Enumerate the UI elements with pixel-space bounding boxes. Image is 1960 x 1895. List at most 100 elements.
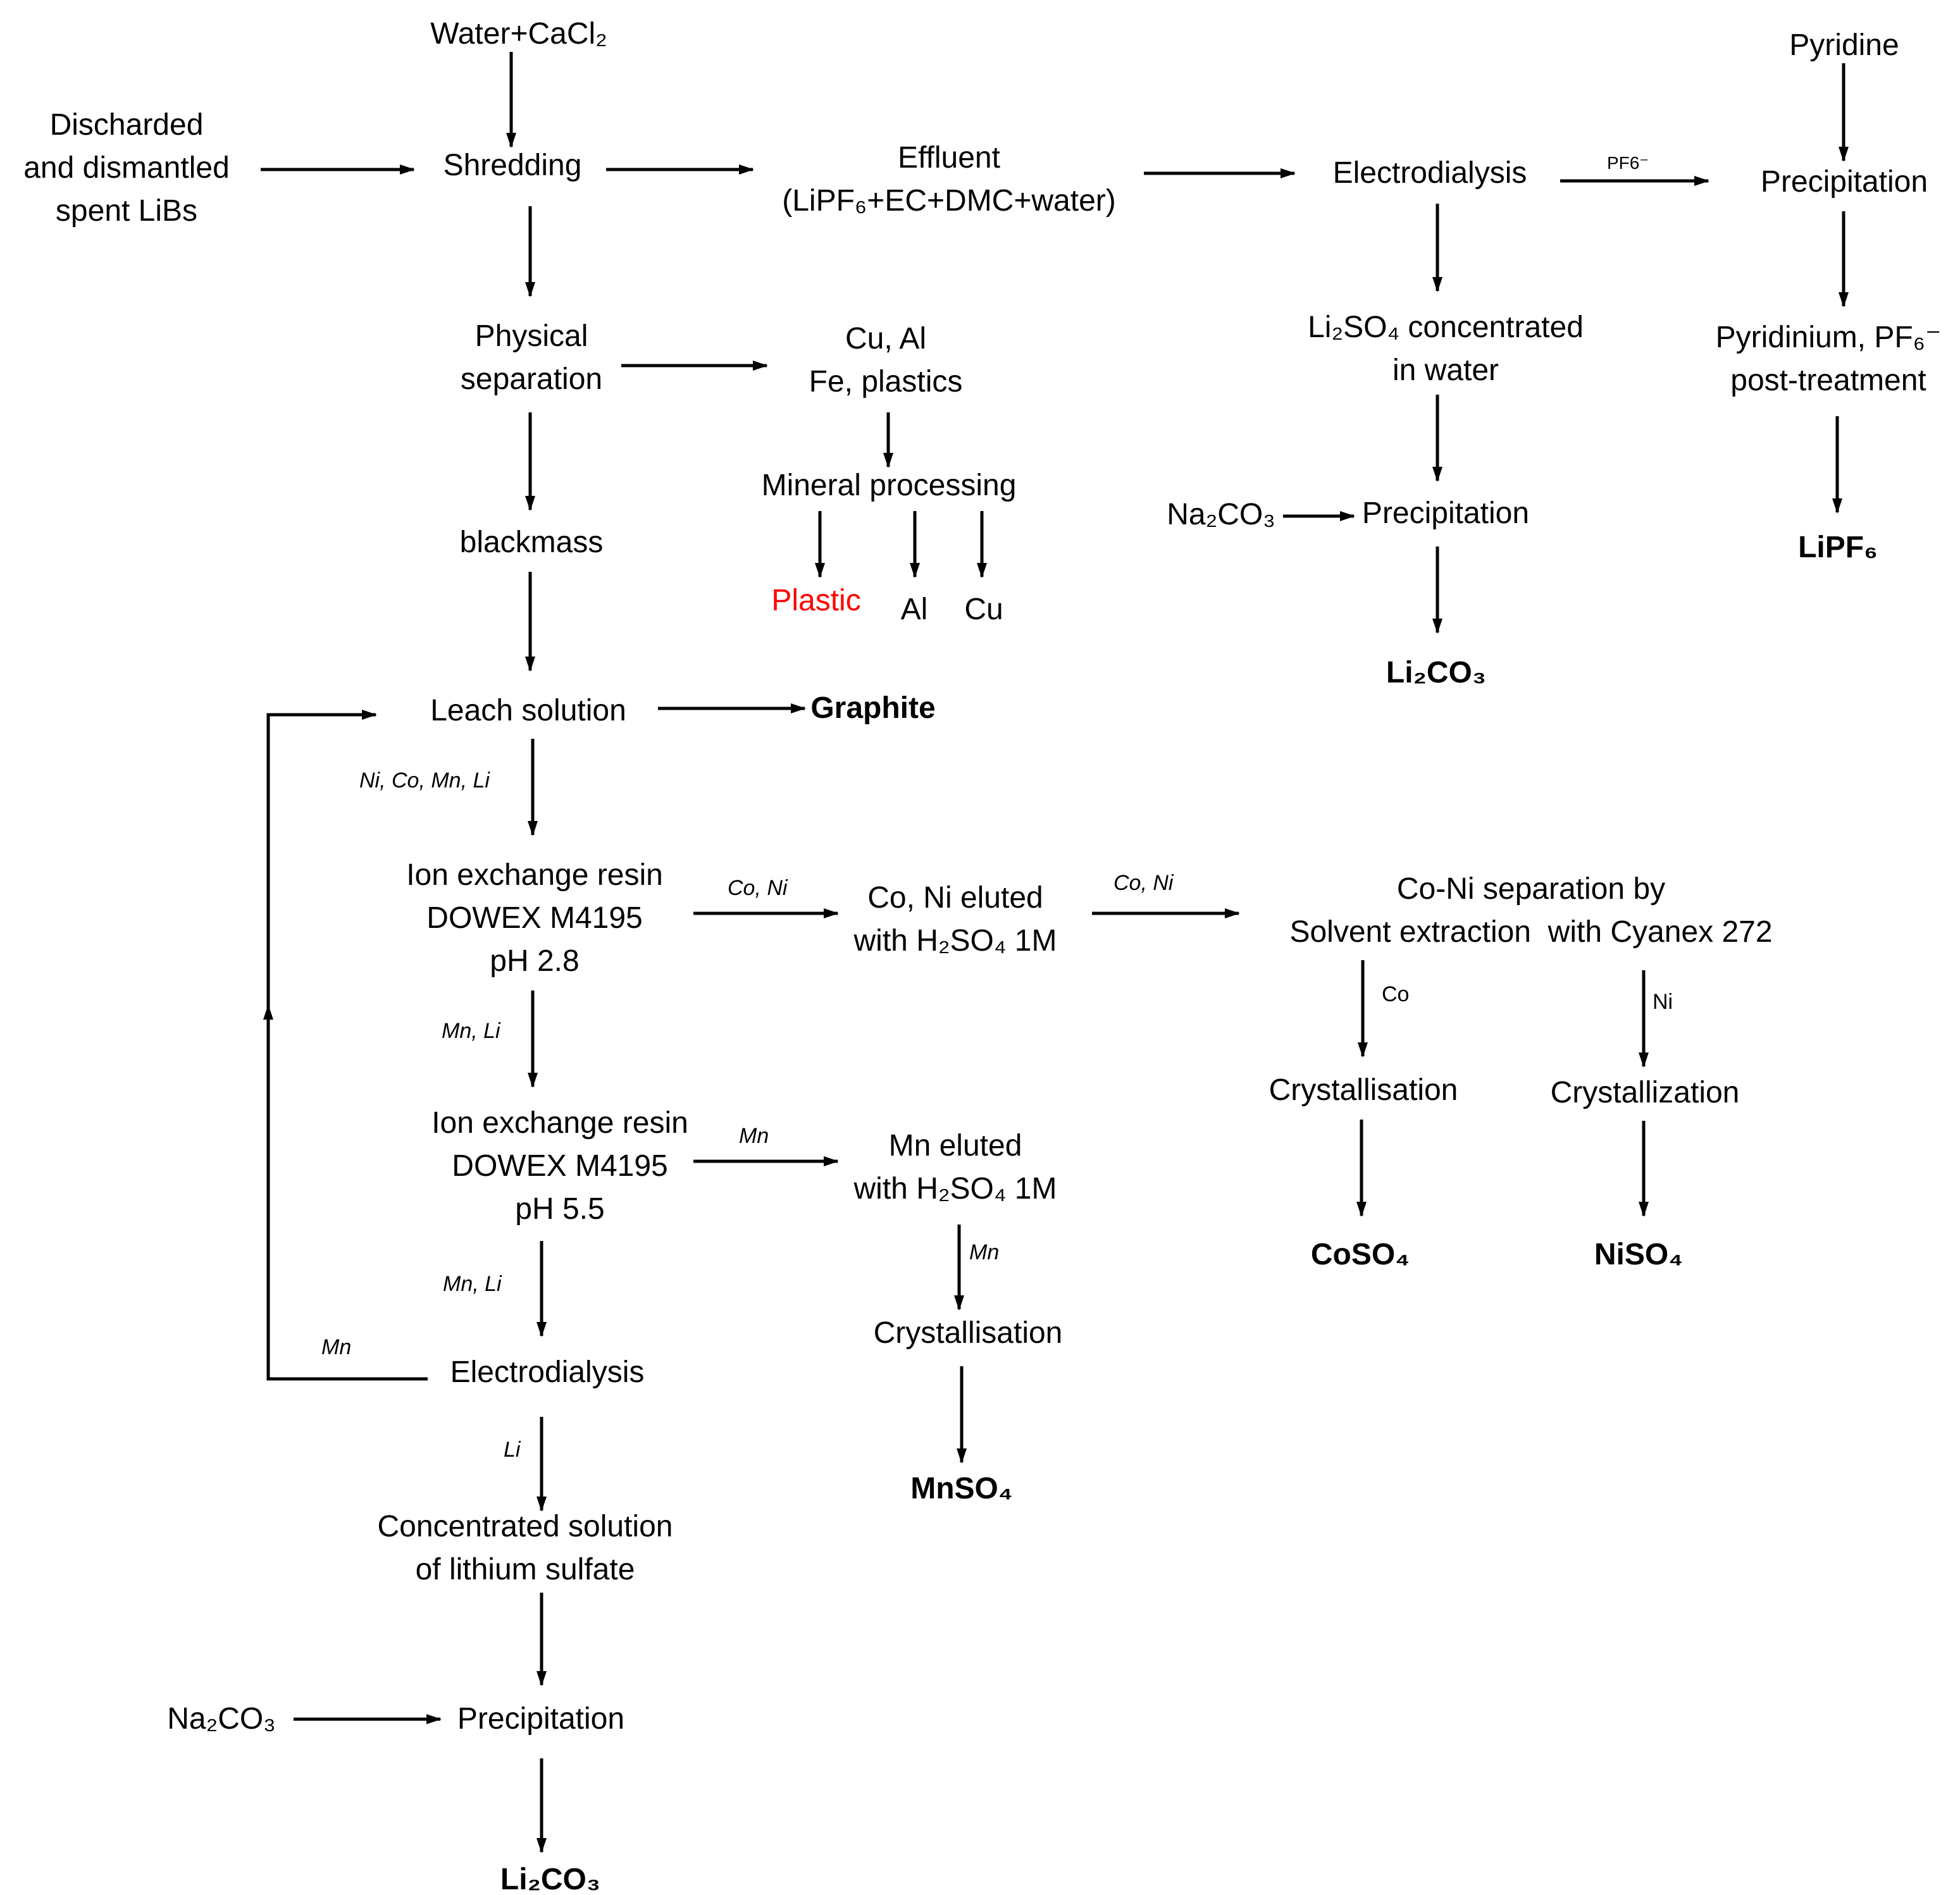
pyridinium-line-2: post-treatment [1730, 364, 1926, 397]
leach-solution-node: Leach solution [399, 689, 658, 732]
ion-exchange-2-line-2: DOWEX M4195 [452, 1149, 668, 1183]
edge-label-co-ni-2: Co, Ni [1113, 871, 1174, 895]
edge-label-pf6: PF6⁻ [1607, 153, 1649, 173]
electrodialysis-bottom-node: Electrodialysis [430, 1351, 664, 1394]
pyridinium-line-1: Pyridinium, PF₆⁻ [1715, 321, 1942, 354]
blackmass-node: blackmass [443, 521, 620, 564]
co-ni-separation-line-1: Co-Ni separation by [1396, 872, 1666, 906]
concentrated-solution-node: Concentrated solution of lithium sulfate [354, 1505, 696, 1591]
mnso4-label: MnSO₄ [910, 1472, 1013, 1505]
pyridine-node: Pyridine [1746, 24, 1942, 67]
na2co3-top-label: Na₂CO₃ [1167, 498, 1275, 531]
pyridine-label: Pyridine [1789, 28, 1899, 62]
shredding-label: Shredding [443, 149, 582, 182]
concentrated-solution-line-2: of lithium sulfate [415, 1553, 635, 1586]
edge-label-mn-2: Mn [969, 1240, 1000, 1264]
spent-libs-node: Discharded and dismantled spent LiBs [0, 104, 253, 233]
precipitation-bottom-label: Precipitation [457, 1702, 625, 1736]
effluent-line-2: (LiPF₆+EC+DMC+water) [782, 184, 1116, 218]
electrodialysis-top-label: Electrodialysis [1332, 156, 1527, 190]
spent-libs-line-1: Discharded [49, 108, 204, 142]
precipitation-pf6-node: Precipitation [1734, 161, 1955, 204]
lipf6-product: LiPF₆ [1778, 526, 1898, 569]
spent-libs-line-3: spent LiBs [55, 194, 198, 228]
graphite-product: Graphite [797, 687, 949, 730]
mn-eluted-node: Mn eluted with H₂SO₄ 1M [835, 1125, 1076, 1211]
co-ni-eluted-line-2: with H₂SO₄ 1M [853, 924, 1057, 958]
li2so4-water-line-1: Li₂SO₄ concentrated [1308, 311, 1584, 344]
niso4-product: NiSO₄ [1569, 1233, 1708, 1276]
ion-exchange-2-node: Ion exchange resin DOWEX M4195 pH 5.5 [405, 1102, 715, 1231]
edge-label-mn-li-1: Mn, Li [442, 1019, 500, 1043]
crystallization-ni-label: Crystallization [1550, 1076, 1740, 1109]
li2co3-top-product: Li₂CO₃ [1360, 651, 1512, 694]
ion-exchange-1-line-2: DOWEX M4195 [426, 901, 643, 935]
al-product: Al [886, 588, 943, 631]
plastic-product: Plastic [753, 579, 879, 622]
effluent-node: Effluent (LiPF₆+EC+DMC+water) [759, 137, 1139, 223]
co-ni-separation-line-2: Solvent extraction with Cyanex 272 [1289, 915, 1773, 949]
arrow-mn-recycle-loop [266, 710, 428, 1381]
precipitation-li-top-label: Precipitation [1361, 497, 1530, 530]
ion-exchange-1-line-1: Ion exchange resin [406, 858, 663, 892]
cu-al-fe-plastics-node: Cu, Al Fe, plastics [778, 318, 993, 404]
coso4-label: CoSO₄ [1310, 1238, 1410, 1271]
leach-solution-label: Leach solution [430, 694, 626, 727]
cu-al-fe-plastics-line-2: Fe, plastics [809, 365, 963, 398]
li2so4-water-node: Li₂SO₄ concentrated in water [1278, 306, 1613, 392]
ion-exchange-1-line-3: pH 2.8 [490, 944, 580, 978]
mineral-processing-label: Mineral processing [761, 469, 1017, 502]
cu-al-fe-plastics-line-1: Cu, Al [845, 322, 927, 355]
na2co3-top-node: Na₂CO₃ [1158, 493, 1284, 536]
precipitation-li-top-node: Precipitation [1348, 492, 1544, 535]
precipitation-pf6-label: Precipitation [1760, 165, 1928, 199]
pyridinium-node: Pyridinium, PF₆⁻ post-treatment [1702, 316, 1955, 402]
edge-label-mn-li-2: Mn, Li [443, 1272, 502, 1296]
edge-label-ni: Ni [1653, 990, 1673, 1014]
al-label: Al [900, 593, 928, 626]
li2co3-bottom-product: Li₂CO₃ [474, 1858, 626, 1895]
li2co3-bottom-label: Li₂CO₃ [500, 1863, 601, 1895]
crystallisation-co-label: Crystallisation [1268, 1073, 1458, 1107]
co-ni-separation-node: Co-Ni separation by Solvent extraction w… [1253, 868, 1809, 954]
water-cacl2-label: Water+CaCl₂ [430, 17, 607, 51]
physical-separation-line-2: separation [460, 362, 603, 396]
edge-label-co: Co [1382, 982, 1410, 1006]
electrodialysis-top-node: Electrodialysis [1303, 152, 1556, 195]
physical-separation-line-1: Physical [474, 319, 588, 353]
niso4-label: NiSO₄ [1594, 1238, 1684, 1271]
physical-separation-node: Physical separation [443, 315, 620, 401]
crystallisation-mn-label: Crystallisation [873, 1316, 1063, 1350]
spent-libs-line-2: and dismantled [23, 151, 230, 185]
mn-eluted-line-2: with H₂SO₄ 1M [853, 1172, 1057, 1206]
na2co3-bottom-label: Na₂CO₃ [167, 1702, 276, 1736]
edge-label-co-ni-1: Co, Ni [728, 876, 788, 900]
ion-exchange-1-node: Ion exchange resin DOWEX M4195 pH 2.8 [380, 854, 690, 983]
li2so4-water-line-2: in water [1392, 354, 1499, 387]
cu-label: Cu [964, 593, 1003, 626]
edge-label-li: Li [504, 1438, 521, 1462]
mn-eluted-line-1: Mn eluted [888, 1129, 1022, 1163]
ion-exchange-2-line-1: Ion exchange resin [431, 1106, 688, 1140]
crystallisation-mn-node: Crystallisation [860, 1312, 1076, 1355]
graphite-label: Graphite [810, 691, 936, 725]
co-ni-eluted-line-1: Co, Ni eluted [867, 881, 1043, 915]
crystallisation-co-node: Crystallisation [1256, 1069, 1471, 1112]
li2co3-top-label: Li₂CO₃ [1386, 656, 1487, 689]
blackmass-label: blackmass [459, 526, 604, 559]
electrodialysis-bottom-label: Electrodialysis [450, 1355, 645, 1389]
coso4-product: CoSO₄ [1291, 1233, 1430, 1276]
edge-label-mn-recycle: Mn [321, 1335, 352, 1359]
crystallization-ni-node: Crystallization [1537, 1071, 1752, 1114]
concentrated-solution-line-1: Concentrated solution [377, 1510, 673, 1543]
edge-label-ni-co-mn-li: Ni, Co, Mn, Li [359, 768, 490, 793]
co-ni-eluted-node: Co, Ni eluted with H₂SO₄ 1M [835, 877, 1076, 963]
ion-exchange-2-line-3: pH 5.5 [515, 1192, 605, 1226]
mineral-processing-node: Mineral processing [734, 464, 1044, 507]
water-cacl2-node: Water+CaCl₂ [418, 13, 620, 56]
lipf6-label: LiPF₆ [1798, 531, 1878, 564]
precipitation-bottom-node: Precipitation [443, 1698, 639, 1741]
shredding-node: Shredding [418, 144, 607, 187]
